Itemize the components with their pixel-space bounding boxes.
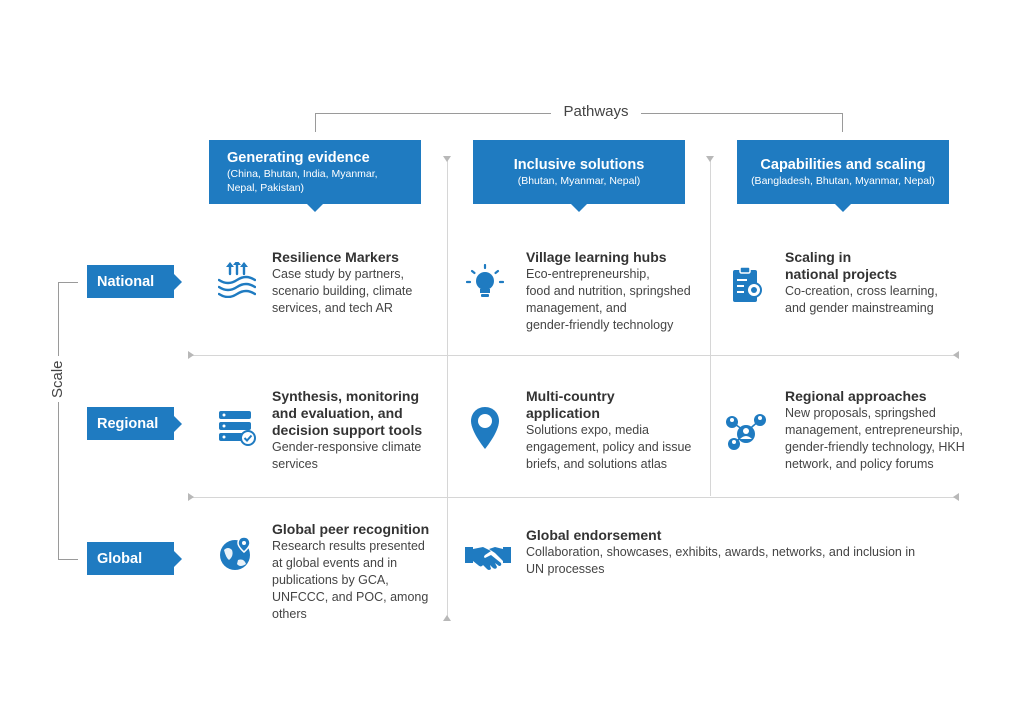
cell-title: Regional approaches	[785, 388, 927, 404]
cell-title: Global peer recognition	[272, 521, 430, 537]
arrow-up-icon	[443, 615, 451, 621]
cell-desc: scenario building, climate	[272, 284, 413, 298]
cell-title: Multi-country	[526, 388, 615, 404]
pathway-title: Capabilities and scaling	[760, 157, 926, 173]
arrow-right-icon	[188, 493, 194, 501]
server-check-icon	[219, 411, 256, 446]
arrow-right-icon	[188, 351, 194, 359]
cell-global-endorsement: Global endorsement Collaboration, showca…	[526, 527, 966, 578]
cell-desc: Co-creation, cross learning,	[785, 284, 938, 298]
arrow-down-icon	[706, 156, 714, 162]
cell-title: Scaling in	[785, 249, 852, 265]
pathway-subtitle: (Bhutan, Myanmar, Nepal)	[517, 175, 641, 187]
scale-label: Scale	[49, 356, 66, 402]
cell-title: Global endorsement	[526, 527, 662, 543]
divider-vertical-1	[447, 160, 448, 620]
cell-desc: management, and	[526, 301, 627, 315]
pathways-bracket-right	[842, 113, 843, 132]
pathway-title: Generating evidence	[227, 150, 370, 166]
clipboard-icon	[733, 266, 762, 302]
location-pin-icon	[471, 407, 499, 449]
cell-desc: network, and policy forums	[785, 457, 934, 471]
cell-title: national projects	[785, 266, 898, 282]
divider-vertical-2	[710, 160, 711, 496]
pathway-subtitle: (Bangladesh, Bhutan, Myanmar, Nepal)	[751, 175, 935, 187]
arrow-left-icon	[953, 493, 959, 501]
pathways-bracket-left	[315, 113, 316, 132]
scale-national: National	[87, 265, 182, 298]
cell-national-scaling: Scaling in national projects Co-creation…	[785, 249, 985, 317]
cell-national-solutions: Village learning hubs Eco-entrepreneursh…	[526, 249, 708, 334]
pathway-subtitle: Nepal, Pakistan)	[227, 182, 305, 194]
cell-desc: New proposals, springshed	[785, 406, 936, 420]
pathway-title: Inclusive solutions	[513, 157, 645, 173]
cell-desc: services, and tech AR	[272, 301, 393, 315]
resilience-waves-icon	[218, 262, 256, 298]
cell-desc: Solutions expo, media	[526, 423, 649, 437]
pathway-inclusive-solutions: Inclusive solutions (Bhutan, Myanmar, Ne…	[473, 140, 685, 212]
cell-desc: services	[272, 457, 318, 471]
cell-regional-solutions: Multi-country application Solutions expo…	[526, 388, 708, 473]
cell-desc: Gender-responsive climate	[272, 440, 422, 454]
cell-desc: gender-friendly technology	[526, 318, 674, 332]
cell-desc: briefs, and solutions atlas	[526, 457, 668, 471]
cell-desc: others	[272, 607, 307, 621]
cell-title: Resilience Markers	[272, 249, 399, 265]
lightbulb-icon	[466, 264, 504, 297]
cell-desc: and gender mainstreaming	[785, 301, 934, 315]
pathway-capabilities-scaling: Capabilities and scaling (Bangladesh, Bh…	[737, 140, 949, 212]
cell-regional-evidence: Synthesis, monitoring and evaluation, an…	[272, 388, 444, 473]
cell-national-evidence: Resilience Markers Case study by partner…	[272, 249, 442, 317]
cell-desc: Research results presented	[272, 539, 425, 553]
cell-desc: UNFCCC, and POC, among	[272, 590, 429, 604]
scale-regional: Regional	[87, 407, 182, 440]
divider-horizontal-1	[192, 355, 958, 356]
cell-title: Synthesis, monitoring	[272, 388, 420, 404]
cell-desc: food and nutrition, springshed	[526, 284, 691, 298]
handshake-icon	[465, 547, 511, 570]
cell-title: decision support tools	[272, 422, 423, 438]
cell-desc: management, entrepreneurship,	[785, 423, 963, 437]
scale-bracket-bottom	[58, 559, 78, 560]
globe-pin-icon	[220, 536, 251, 570]
scale-global: Global	[87, 542, 182, 575]
cell-desc: UN processes	[526, 562, 605, 576]
cell-title: Village learning hubs	[526, 249, 667, 265]
cell-regional-scaling: Regional approaches New proposals, sprin…	[785, 388, 995, 473]
cell-desc: at global events and in	[272, 556, 398, 570]
pathway-subtitle: (China, Bhutan, India, Myanmar,	[227, 168, 378, 180]
cell-title: application	[526, 405, 600, 421]
cell-global-evidence: Global peer recognition Research results…	[272, 521, 444, 623]
scale-bracket-top	[58, 282, 78, 283]
cell-title: and evaluation, and	[272, 405, 403, 421]
pathways-label: Pathways	[551, 103, 641, 120]
cell-desc: Case study by partners,	[272, 267, 405, 281]
cell-desc: engagement, policy and issue	[526, 440, 692, 454]
people-network-icon	[726, 414, 766, 450]
cell-desc: gender-friendly technology, HKH	[785, 440, 965, 454]
cell-desc: publications by GCA,	[272, 573, 389, 587]
cell-desc: Collaboration, showcases, exhibits, awar…	[526, 545, 916, 559]
arrow-down-icon	[443, 156, 451, 162]
cell-desc: Eco-entrepreneurship,	[526, 267, 650, 281]
pathway-generating-evidence: Generating evidence (China, Bhutan, Indi…	[209, 140, 421, 212]
scale-bracket-vertical	[58, 282, 59, 560]
arrow-left-icon	[953, 351, 959, 359]
divider-horizontal-2	[192, 497, 958, 498]
